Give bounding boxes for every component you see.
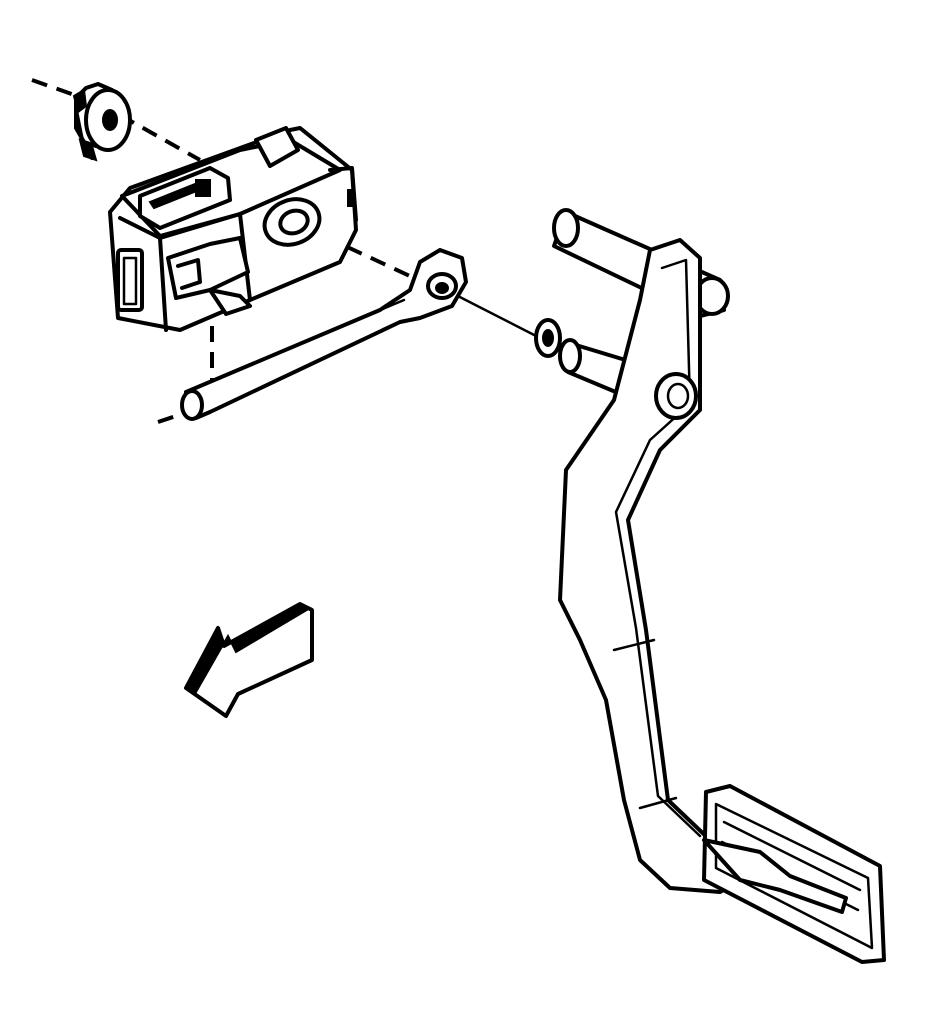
brake-pedal-icon bbox=[558, 238, 886, 964]
retainer-nut-icon bbox=[72, 82, 132, 162]
switch-bracket-icon bbox=[108, 126, 358, 332]
switch-arm-icon bbox=[180, 248, 468, 421]
front-arrow-icon bbox=[184, 602, 314, 718]
bushing-icon bbox=[534, 318, 562, 358]
